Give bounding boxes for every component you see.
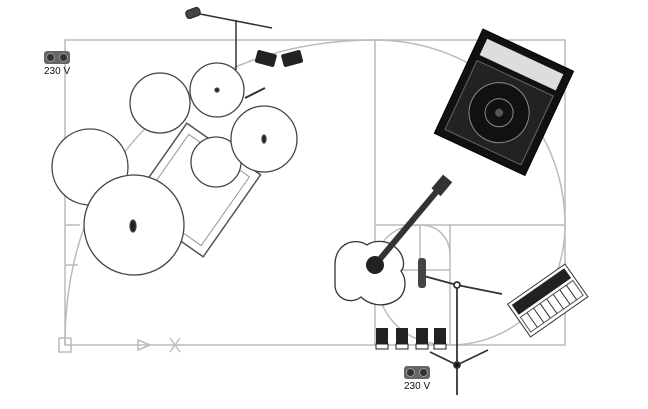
- power-outlet-icon: [44, 51, 70, 64]
- di-boxes[interactable]: [375, 328, 447, 350]
- acoustic-guitar[interactable]: [304, 149, 485, 339]
- drum-kit[interactable]: [51, 62, 298, 276]
- power-outlet-icon: [404, 366, 430, 379]
- cymbal-center: [261, 134, 267, 144]
- tom-left[interactable]: [129, 72, 191, 134]
- keyboard[interactable]: [506, 263, 589, 338]
- di-box[interactable]: [375, 328, 389, 350]
- di-box[interactable]: [395, 328, 409, 350]
- kick-drum-center: [129, 219, 137, 233]
- di-box[interactable]: [415, 328, 429, 350]
- overhead-mic-stand[interactable]: [185, 6, 273, 70]
- effect-pedals[interactable]: [254, 50, 304, 68]
- power-outlet-label: 230 V: [44, 66, 71, 77]
- hi-hat-center: [214, 87, 220, 93]
- power-outlet-label: 230 V: [404, 381, 431, 392]
- vocal-mic-stand[interactable]: [418, 258, 503, 395]
- guitar-amp[interactable]: [433, 28, 575, 177]
- di-box[interactable]: [433, 328, 447, 350]
